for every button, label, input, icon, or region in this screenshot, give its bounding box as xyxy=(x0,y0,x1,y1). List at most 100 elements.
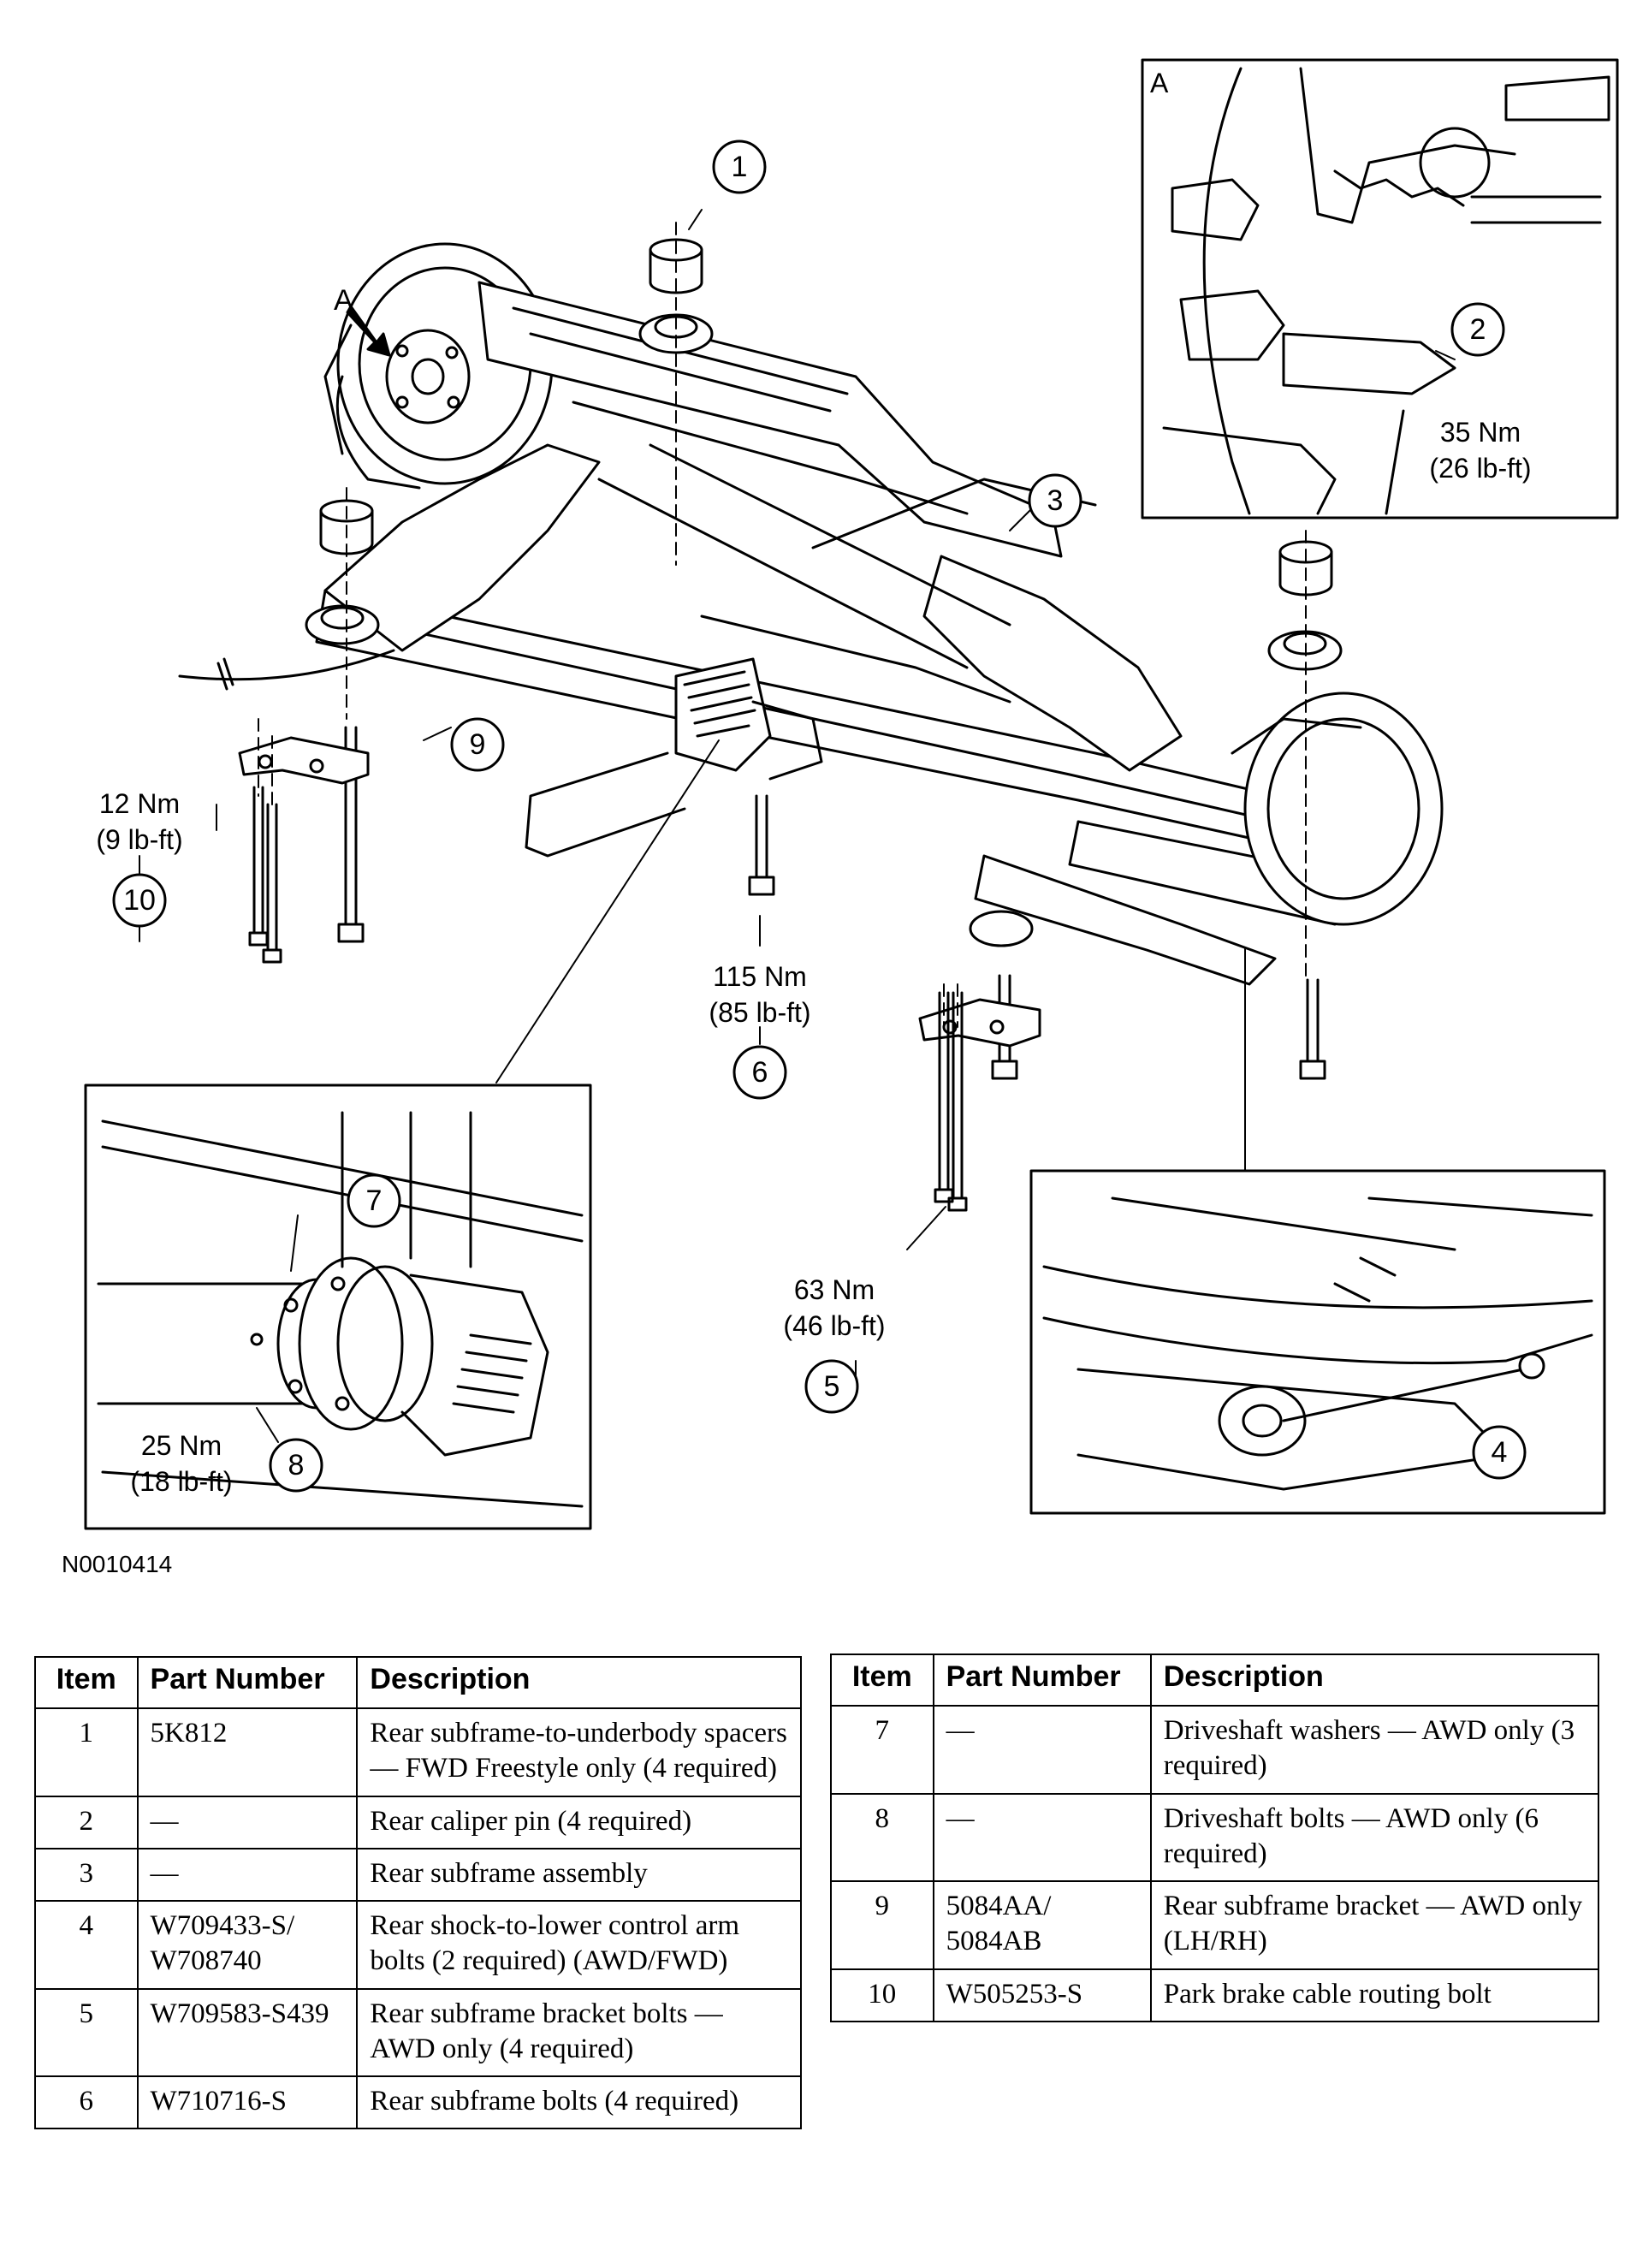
inset-driveshaft-detail xyxy=(97,1111,584,1508)
lower-control-arm xyxy=(974,854,1277,986)
callout-1: 1 xyxy=(732,151,748,183)
torque-6-nm: 115 Nm xyxy=(713,961,807,992)
row-part-number: — xyxy=(136,1847,359,1903)
row-description: Rear subframe bracket — AWD only (LH/RH) xyxy=(1149,1880,1600,1970)
right-side-rail xyxy=(922,555,1183,772)
row-item: 4 xyxy=(34,1900,139,1990)
rear-left-mount xyxy=(305,604,380,645)
table-row: 9 5084AA/ 5084AB Rear subframe bracket —… xyxy=(830,1880,1600,1970)
table-header-row: Item Part Number Description xyxy=(830,1654,1600,1707)
torque-8-lbft: (18 lb-ft) xyxy=(130,1466,232,1497)
rear-differential xyxy=(525,657,823,858)
front-crossmember xyxy=(477,281,1063,558)
row-item: 2 xyxy=(34,1795,139,1849)
callout-circle-10 xyxy=(112,873,167,928)
table-row: 7 — Driveshaft washers — AWD only (3 req… xyxy=(830,1705,1600,1795)
row-description: Rear caliper pin (4 required) xyxy=(356,1795,802,1849)
subframe-bolt xyxy=(337,726,1326,1080)
view-a-arrow-icon xyxy=(346,305,391,357)
inset-shock-bolt-detail xyxy=(1042,1196,1593,1491)
torque-5-nm: 63 Nm xyxy=(794,1274,875,1305)
torque-8-nm: 25 Nm xyxy=(141,1430,222,1461)
parts-table-left: Item Part Number Description 1 5K812 Rea… xyxy=(34,1656,802,2130)
callout-circle-2 xyxy=(1450,302,1505,357)
row-item: 9 xyxy=(830,1880,934,1970)
torque-2-nm: 35 Nm xyxy=(1440,417,1521,448)
table-row: 8 — Driveshaft bolts — AWD only (6 requi… xyxy=(830,1792,1600,1882)
row-part-number: W710716-S xyxy=(136,2075,359,2130)
row-description: Driveshaft bolts — AWD only (6 required) xyxy=(1149,1792,1600,1882)
rear-right-mount xyxy=(969,910,1034,947)
row-item: 7 xyxy=(830,1705,934,1795)
callout-4: 4 xyxy=(1492,1436,1508,1469)
header-description: Description xyxy=(356,1656,802,1709)
row-item: 1 xyxy=(34,1707,139,1797)
inset-a-frame xyxy=(1141,58,1619,520)
row-description: Rear subframe bolts (4 required) xyxy=(356,2075,802,2130)
callout-circle-4 xyxy=(1472,1425,1527,1480)
torque-10-nm: 12 Nm xyxy=(99,788,180,819)
row-description: Park brake cable routing bolt xyxy=(1149,1968,1600,2022)
alignment-centerline xyxy=(258,222,1307,1028)
callout-circle-9 xyxy=(450,717,505,772)
right-brake-rotor xyxy=(1231,692,1444,926)
table-row: 10 W505253-S Park brake cable routing bo… xyxy=(830,1968,1600,2022)
front-left-mount xyxy=(638,313,714,354)
rear-subframe-assembly xyxy=(178,242,1444,986)
bracket-bolt xyxy=(248,786,968,1212)
callout-9: 9 xyxy=(470,728,486,761)
table-row: 2 — Rear caliper pin (4 required) xyxy=(34,1795,802,1849)
row-description: Rear shock-to-lower control arm bolts (2… xyxy=(356,1900,802,1990)
subframe-bracket xyxy=(238,736,1041,1048)
view-a-label-inset: A xyxy=(1150,68,1169,98)
callout-circle-5 xyxy=(804,1359,859,1414)
inset-a-caliper-detail xyxy=(1162,67,1610,515)
callout-7: 7 xyxy=(366,1184,383,1217)
header-part-number: Part Number xyxy=(932,1654,1152,1707)
left-side-rail xyxy=(323,443,601,652)
row-part-number: — xyxy=(136,1795,359,1849)
torque-6-lbft: (85 lb-ft) xyxy=(709,997,810,1028)
row-item: 10 xyxy=(830,1968,934,2022)
row-description: Rear subframe assembly xyxy=(356,1847,802,1903)
torque-5-lbft: (46 lb-ft) xyxy=(783,1310,885,1341)
table-row: 4 W709433-S/ W708740 Rear shock-to-lower… xyxy=(34,1900,802,1990)
callout-10: 10 xyxy=(123,884,156,917)
row-part-number: W709433-S/ W708740 xyxy=(136,1900,359,1990)
header-description: Description xyxy=(1149,1654,1600,1707)
driveshaft xyxy=(525,751,686,858)
row-description: Rear subframe bracket bolts — AWD only (… xyxy=(356,1987,802,2077)
row-item: 5 xyxy=(34,1987,139,2077)
row-part-number: W505253-S xyxy=(932,1968,1152,2022)
row-description: Rear subframe-to-underbody spacers — FWD… xyxy=(356,1707,802,1797)
row-part-number: 5K812 xyxy=(136,1707,359,1797)
callout-6: 6 xyxy=(752,1056,768,1089)
subframe-spacer xyxy=(319,238,1333,597)
row-description: Driveshaft washers — AWD only (3 require… xyxy=(1149,1705,1600,1795)
callout-2: 2 xyxy=(1470,313,1486,346)
row-part-number: — xyxy=(932,1792,1152,1882)
table-row: 5 W709583-S439 Rear subframe bracket bol… xyxy=(34,1987,802,2077)
callout-leaders xyxy=(139,209,1498,1426)
callout-circle-1 xyxy=(712,140,767,194)
row-item: 3 xyxy=(34,1847,139,1903)
row-item: 8 xyxy=(830,1792,934,1882)
table-row: 1 5K812 Rear subframe-to-underbody space… xyxy=(34,1707,802,1797)
callout-8: 8 xyxy=(288,1449,305,1481)
callout-3: 3 xyxy=(1047,484,1064,517)
header-item: Item xyxy=(830,1654,934,1707)
table-header-row: Item Part Number Description xyxy=(34,1656,802,1709)
row-part-number: — xyxy=(932,1705,1152,1795)
view-a-label-main: A xyxy=(334,284,353,317)
park-brake-cable xyxy=(178,401,969,681)
callout-5: 5 xyxy=(824,1370,840,1403)
row-part-number: W709583-S439 xyxy=(136,1987,359,2077)
callout-circle-7 xyxy=(347,1173,401,1228)
torque-2-lbft: (26 lb-ft) xyxy=(1429,453,1531,484)
row-part-number: 5084AA/ 5084AB xyxy=(932,1880,1152,1970)
callout-circle-8 xyxy=(269,1438,323,1493)
table-row: 3 — Rear subframe assembly xyxy=(34,1847,802,1903)
row-item: 6 xyxy=(34,2075,139,2130)
callout-circle-6 xyxy=(732,1045,787,1100)
table-row: 6 W710716-S Rear subframe bolts (4 requi… xyxy=(34,2075,802,2130)
